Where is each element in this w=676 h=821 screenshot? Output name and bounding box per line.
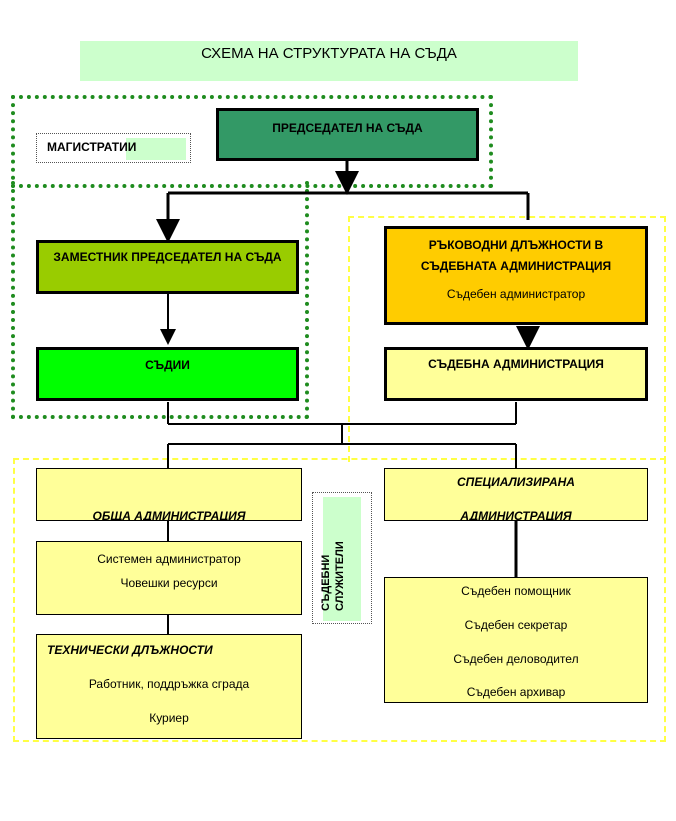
general-admin-label: ОБЩА АДМИНИСТРАЦИЯ: [92, 509, 246, 521]
officials-region-right: [348, 216, 666, 462]
legend-officials-line2: СЛУЖИТЕЛИ: [334, 541, 346, 611]
legend-court-officials: СЪДЕБНИ СЛУЖИТЕЛИ: [312, 492, 372, 624]
legend-magistrates-label: МАГИСТРАТИИ: [47, 140, 137, 154]
general-item-1: Човешки ресурси: [120, 576, 218, 590]
chairman-label: ПРЕДСЕДАТЕЛ НА СЪДА: [272, 121, 423, 135]
deputy-chairman-box: ЗАМЕСТНИК ПРЕДСЕДАТЕЛ НА СЪДА: [36, 240, 299, 294]
page-title: СХЕМА НА СТРУКТУРАТА НА СЪДА: [80, 41, 578, 81]
technical-title: ТЕХНИЧЕСКИ ДЛЪЖНОСТИ: [47, 643, 213, 657]
general-items-box: Системен администратор Човешки ресурси: [36, 541, 302, 615]
leadership-sub: Съдебен администратор: [446, 287, 586, 301]
court-admin-label: СЪДЕБНА АДМИНИСТРАЦИЯ: [428, 357, 604, 371]
specialized-item-0: Съдебен помощник: [461, 584, 571, 598]
officials-region-bottom: [13, 458, 666, 742]
magistrates-region-top: [11, 95, 493, 188]
specialized-line2: АДМИНИСТРАЦИЯ: [460, 509, 572, 521]
judges-box: СЪДИИ: [36, 347, 299, 401]
specialized-item-1: Съдебен секретар: [464, 618, 568, 632]
general-admin-box: ОБЩА АДМИНИСТРАЦИЯ: [36, 468, 302, 521]
specialized-item-2: Съдебен деловодител: [453, 652, 579, 666]
technical-item-1: Куриер: [149, 711, 189, 725]
technical-box: ТЕХНИЧЕСКИ ДЛЪЖНОСТИ Работник, поддръжка…: [36, 634, 302, 739]
deputy-chairman-label: ЗАМЕСТНИК ПРЕДСЕДАТЕЛ НА СЪДА: [53, 250, 282, 264]
magistrates-region-left: [11, 181, 309, 419]
specialized-admin-box: СПЕЦИАЛИЗИРАНА АДМИНИСТРАЦИЯ: [384, 468, 648, 521]
legend-officials-line1: СЪДЕБНИ: [320, 554, 332, 611]
leadership-line2: СЪДЕБНАТА АДМИНИСТРАЦИЯ: [420, 259, 612, 273]
specialized-line1: СПЕЦИАЛИЗИРАНА: [457, 475, 575, 489]
general-item-0: Системен администратор: [97, 552, 241, 566]
chairman-box: ПРЕДСЕДАТЕЛ НА СЪДА: [216, 108, 479, 161]
leadership-line1: РЪКОВОДНИ ДЛЪЖНОСТИ В: [428, 238, 604, 252]
judges-label: СЪДИИ: [145, 358, 190, 372]
leadership-box: РЪКОВОДНИ ДЛЪЖНОСТИ В СЪДЕБНАТА АДМИНИСТ…: [384, 226, 648, 325]
specialized-items-box: Съдебен помощник Съдебен секретар Съдебе…: [384, 577, 648, 703]
legend-magistrates: МАГИСТРАТИИ: [36, 133, 191, 163]
specialized-item-3: Съдебен архивар: [466, 685, 566, 699]
technical-item-0: Работник, поддръжка сграда: [88, 677, 250, 691]
court-admin-box: СЪДЕБНА АДМИНИСТРАЦИЯ: [384, 347, 648, 401]
